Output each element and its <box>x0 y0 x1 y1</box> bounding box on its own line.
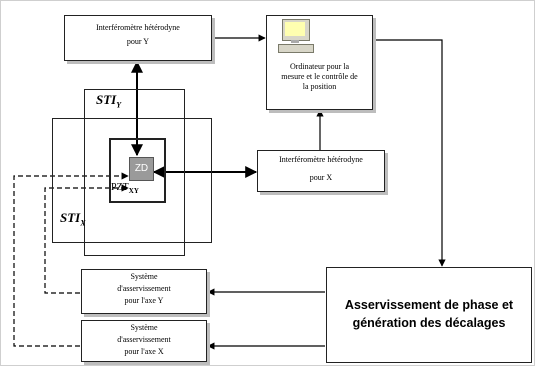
servo-y-text: Système d'asservissement pour l'axe Y <box>117 272 171 305</box>
stage-box <box>109 138 166 203</box>
sti-y-box <box>84 89 185 256</box>
zd-square: ZD <box>129 157 154 181</box>
computer-text: Ordinateur pour la mesure et le contrôle… <box>281 62 358 91</box>
computer-icon <box>278 19 314 53</box>
sti-y-label: STIY <box>96 92 122 110</box>
phase-control-box <box>326 267 532 363</box>
servo-x-text: Système d'asservissement pour l'axe X <box>117 323 171 356</box>
interferometer-y-text: Interféromètre hétérodyne pour Y <box>96 23 180 46</box>
interferometer-x-text: Interféromètre hétérodyne pour X <box>279 155 363 182</box>
phase-control-text: Asservissement de phase et génération de… <box>344 298 514 330</box>
arrow-computer-to-phase <box>374 39 446 267</box>
pzt-label: PZTXY <box>111 182 139 195</box>
servo-y-box <box>81 269 207 314</box>
dashed-servo-x-to-pzt <box>13 172 129 347</box>
sti-x-box <box>52 118 212 243</box>
interferometer-x-box <box>257 150 385 192</box>
interferometer-y-box <box>64 15 212 61</box>
servo-x-box <box>81 320 207 362</box>
sti-x-label: STIX <box>60 210 86 228</box>
dashed-servo-y-to-pzt <box>44 184 129 294</box>
